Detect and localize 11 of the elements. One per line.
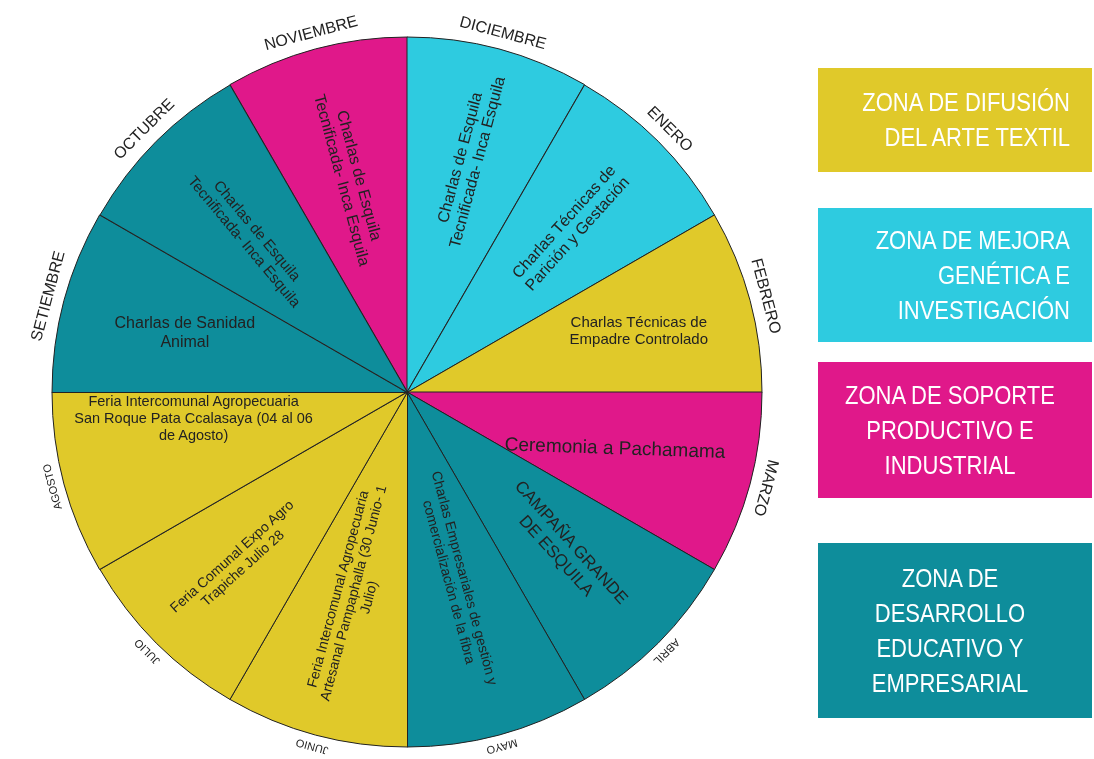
month-label: MARZO bbox=[750, 458, 783, 519]
month-label: JUNIO bbox=[294, 737, 330, 758]
segment-text: Charlas Técnicas de Empadre Controlado bbox=[568, 312, 709, 348]
legend-text: ZONA DE SOPORTE PRODUCTIVO E INDUSTRIAL bbox=[844, 379, 1056, 481]
legend-text: ZONA DE DESARROLLO EDUCATIVO Y EMPRESARIAL bbox=[870, 562, 1030, 699]
month-label: MAYO bbox=[485, 737, 520, 758]
segment-text: Feria Intercomunal Agropecuaria San Roque Pata Ccalasaya (04 al 06 de Agosto) bbox=[73, 393, 314, 444]
segment-text: Ceremonia a Pachamama bbox=[503, 431, 727, 464]
legend-text: ZONA DE DIFUSIÓN DEL ARTE TEXTIL bbox=[861, 87, 1070, 153]
segment-text: Charlas de Sanidad Animal bbox=[113, 314, 257, 351]
legend-text: ZONA DE MEJORA GENÉTICA E INVESTIGACIÓN bbox=[874, 224, 1070, 326]
